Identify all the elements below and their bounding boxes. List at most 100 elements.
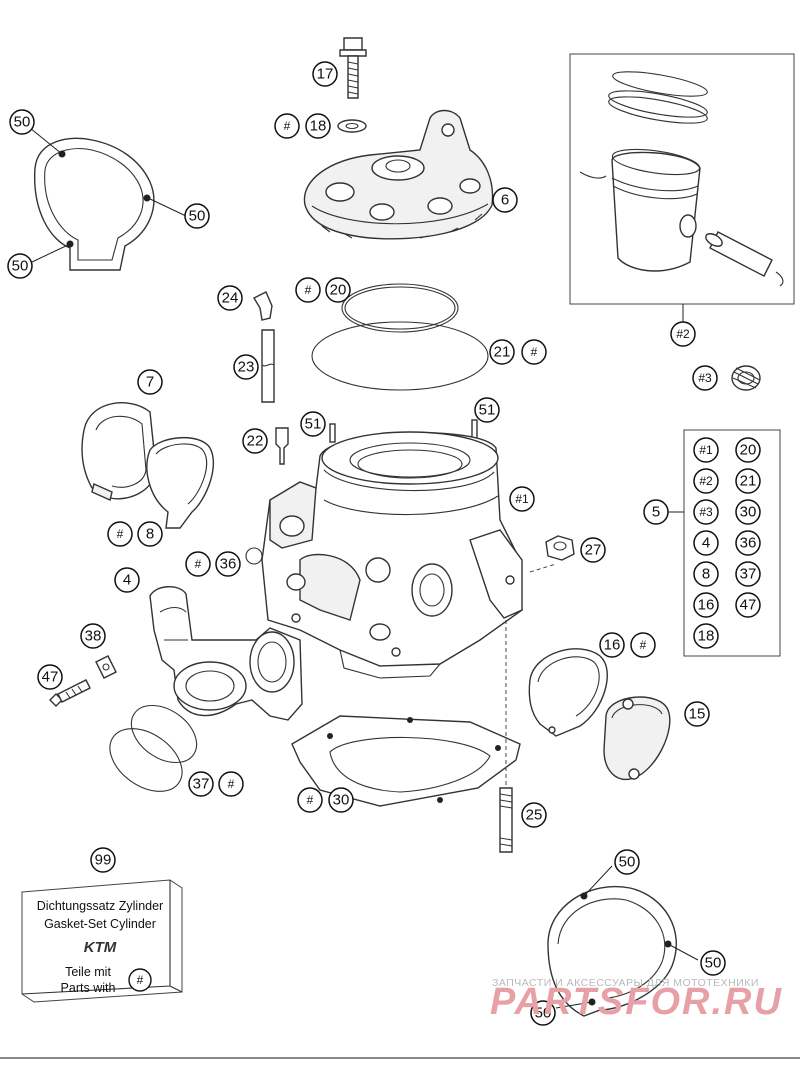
callout-c50b: 50 <box>184 203 210 229</box>
callout-circle <box>474 397 500 423</box>
callout-c8h: # <box>107 521 133 547</box>
kit-legend-right-item: 30 <box>735 499 761 525</box>
ktm-logo: KTM <box>84 939 117 956</box>
callout-c21: 21 <box>489 339 515 365</box>
cylinder-parts-drawing <box>21 37 795 1017</box>
callout-label: 7 <box>146 374 154 391</box>
watermark-tagline: ЗАПЧАСТИ И АКСЕССУАРЫ ДЛЯ МОТОТЕХНИКИ <box>492 977 759 989</box>
legend-label: 47 <box>740 597 757 614</box>
cylinder-head <box>303 109 494 240</box>
kit-legend-number: 5 <box>643 499 669 525</box>
legend-label: 8 <box>702 566 710 583</box>
callout-c22: 22 <box>242 428 268 454</box>
callout-c51a: 51 <box>300 411 326 437</box>
cylinder-head-bolt <box>339 37 367 99</box>
callout-c4: 4 <box>114 567 140 593</box>
callout-label: # <box>531 345 538 359</box>
callout-label: 50 <box>14 114 31 131</box>
kit-legend-left-item: 8 <box>693 561 719 587</box>
legend-label: 4 <box>702 535 710 552</box>
callout-c25: 25 <box>521 802 547 828</box>
legend-circle <box>693 561 719 587</box>
callout-circle <box>489 339 515 365</box>
callout-c36h: # <box>185 551 211 577</box>
kit-legend-left-item: #1 <box>693 437 719 463</box>
callout-c47: 47 <box>37 664 63 690</box>
dowel-pin-right <box>471 419 478 439</box>
callout-c50c: 50 <box>7 253 33 279</box>
callout-circle <box>114 567 140 593</box>
legend-label: 20 <box>740 442 757 459</box>
callout-circle <box>325 277 351 303</box>
legend-label: #2 <box>699 474 713 488</box>
gasket-kit-badge-circle <box>128 968 152 992</box>
head-o-ring-small <box>341 283 459 333</box>
exhaust-control-cover <box>81 402 215 529</box>
callout-label: 23 <box>238 359 255 376</box>
legend-circle <box>693 592 719 618</box>
legend-circle <box>693 530 719 556</box>
legend-label: 37 <box>740 566 757 583</box>
callout-circle <box>530 1000 556 1026</box>
callout-circle <box>242 428 268 454</box>
callout-circle <box>295 277 321 303</box>
callout-circle <box>215 551 241 577</box>
callout-label: # <box>305 283 312 297</box>
callout-label: 38 <box>85 628 102 645</box>
callout-c50a: 50 <box>9 109 35 135</box>
callout-c17: 17 <box>312 61 338 87</box>
callout-circle <box>684 701 710 727</box>
callout-circle <box>509 486 535 512</box>
washer <box>337 119 367 133</box>
callout-c36: 36 <box>215 551 241 577</box>
watermark: ЗАПЧАСТИ И АКСЕССУАРЫ ДЛЯ МОТОТЕХНИКИ PA… <box>490 977 781 1023</box>
callout-circle <box>37 664 63 690</box>
callout-label: 21 <box>494 344 511 361</box>
legend-circle <box>735 530 761 556</box>
callout-label: 30 <box>333 792 350 809</box>
gasket-kit-badge: # <box>137 973 144 987</box>
cover-gasket-and-cover <box>528 648 671 781</box>
callout-c24: 24 <box>217 285 243 311</box>
legend-label: #1 <box>699 443 713 457</box>
callout-label: # <box>307 793 314 807</box>
callout-c18h: # <box>274 113 300 139</box>
callout-circle <box>328 787 354 813</box>
callout-circle <box>233 354 259 380</box>
callout-circle <box>305 113 331 139</box>
callout-circle <box>218 771 244 797</box>
callout-label: 51 <box>305 416 322 433</box>
callout-label: #3 <box>698 371 712 385</box>
legend-label: #3 <box>699 505 713 519</box>
callout-c21h: # <box>521 339 547 365</box>
callout-c20: 20 <box>325 277 351 303</box>
callout-c37: 37 <box>188 771 214 797</box>
callout-c23: 23 <box>233 354 259 380</box>
callout-label: 50 <box>189 208 206 225</box>
callout-circle <box>184 203 210 229</box>
callout-label: 16 <box>604 637 621 654</box>
callout-label: 25 <box>526 807 543 824</box>
callout-circle <box>700 950 726 976</box>
callout-c37h: # <box>218 771 244 797</box>
callout-label: # <box>195 557 202 571</box>
callout-c16h: # <box>630 632 656 658</box>
callout-label: 37 <box>193 776 210 793</box>
callout-c20h: # <box>295 277 321 303</box>
cylinder <box>261 431 523 679</box>
callout-label: 15 <box>689 706 706 723</box>
kit-legend-left-item: #2 <box>693 468 719 494</box>
cylinder-head-cover-gasket-bottom-right <box>547 865 699 1017</box>
o-ring-large-a <box>130 704 198 764</box>
kit-legend-right-item: 47 <box>735 592 761 618</box>
legend-label: 21 <box>740 473 757 490</box>
callout-circle <box>9 109 35 135</box>
legend-label: 30 <box>740 504 757 521</box>
kit-legend-right-item: 21 <box>735 468 761 494</box>
callout-label: 50 <box>535 1005 552 1022</box>
cylinder-base-gasket <box>291 715 521 807</box>
legend-circle <box>693 499 719 525</box>
legend-circle <box>643 499 669 525</box>
